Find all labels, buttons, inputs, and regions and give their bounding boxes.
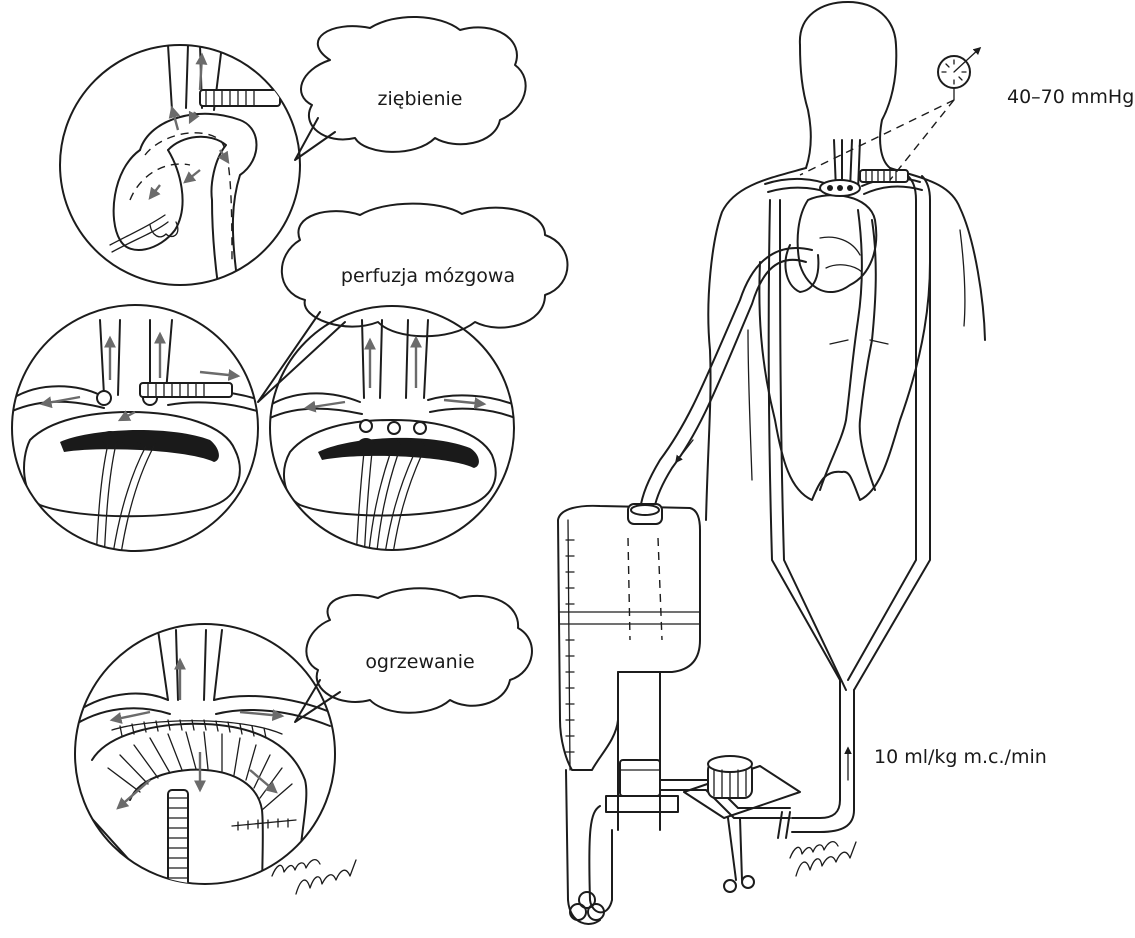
human-torso-figure (706, 2, 985, 520)
speech-bubble-rewarming: ogrzewanie (295, 588, 532, 722)
bubble-text-rewarming: ogrzewanie (365, 651, 474, 673)
flow-rate-label: 10 ml/kg m.c./min (874, 746, 1047, 768)
bubble-text-cooling: ziębienie (378, 88, 463, 110)
speech-bubble-cerebral-perfusion: perfuzja mózgowa (258, 204, 568, 402)
reservoir-oxygenator (558, 504, 790, 924)
inset-circle-perfusion-left (10, 305, 260, 560)
signature-left (272, 860, 356, 894)
tube-clamp (724, 818, 754, 892)
speech-bubble-cooling: ziębienie (295, 17, 526, 160)
signature-right (790, 842, 856, 876)
bubble-text-cerebral-perfusion: perfuzja mózgowa (341, 265, 515, 287)
inset-circle-perfusion-right (270, 306, 515, 560)
inset-circle-rewarming (70, 624, 335, 900)
pressure-gauge (800, 48, 980, 180)
inset-circle-cooling (60, 45, 300, 285)
pressure-label: 40–70 mmHg (1007, 86, 1134, 108)
